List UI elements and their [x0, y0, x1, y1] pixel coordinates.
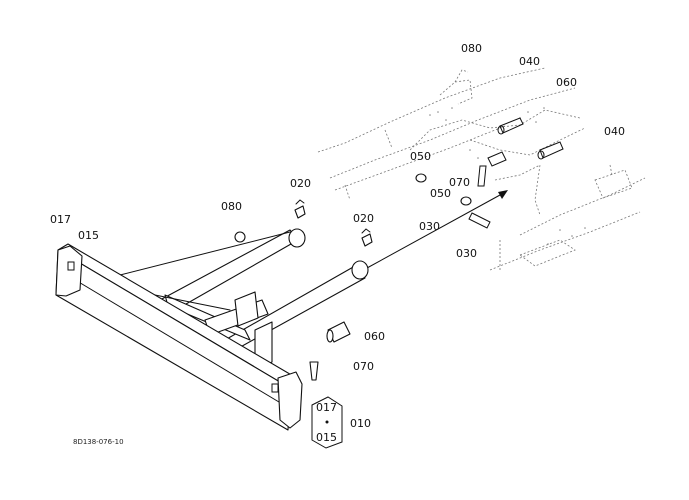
frame-pin-030 — [468, 212, 491, 229]
frame-bushing-050 — [415, 173, 472, 206]
label-050-b: 050 — [430, 187, 451, 200]
label-030-a: 030 — [419, 220, 440, 233]
label-017-bottom: 017 — [316, 401, 337, 414]
label-010: 010 — [350, 417, 371, 430]
label-017-top: 017 — [50, 213, 71, 226]
label-015-bottom: 015 — [316, 431, 337, 444]
grease-nipple-020-right — [361, 228, 373, 247]
bracket-010-group — [311, 396, 343, 449]
diagram-reference-code: 8D138-076-10 — [73, 438, 124, 446]
mount-direction-arrow — [366, 190, 508, 269]
label-020-right: 020 — [353, 212, 374, 225]
pin-070 — [309, 361, 319, 381]
label-060-top: 060 — [556, 76, 577, 89]
label-020-left: 020 — [290, 177, 311, 190]
label-060-bottom: 060 — [364, 330, 385, 343]
label-070-bottom: 070 — [353, 360, 374, 373]
frame-pin-070 — [477, 165, 487, 187]
label-040-top: 040 — [519, 55, 540, 68]
frame-pin-050 — [487, 151, 507, 167]
label-080-top: 080 — [461, 42, 482, 55]
label-050-a: 050 — [410, 150, 431, 163]
bushing-080 — [234, 231, 246, 243]
label-070-a: 070 — [449, 176, 470, 189]
grease-nipple-020-left — [294, 199, 306, 219]
tractor-frame-outline — [317, 67, 646, 271]
label-080-left: 080 — [221, 200, 242, 213]
front-beam — [55, 243, 303, 431]
label-040-right: 040 — [604, 125, 625, 138]
frame-pin-040-a — [497, 117, 524, 135]
label-015-top: 015 — [78, 229, 99, 242]
frame-pin-060-a — [537, 141, 564, 160]
pin-060 — [326, 321, 351, 343]
label-030-b: 030 — [456, 247, 477, 260]
